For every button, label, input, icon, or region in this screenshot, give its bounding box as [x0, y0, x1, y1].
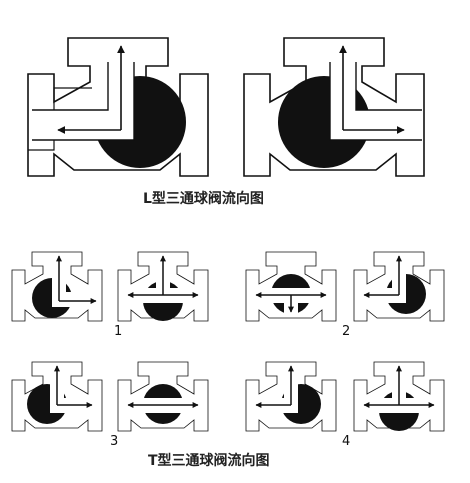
t-valve-4a — [245, 361, 337, 432]
t-valve-2b — [353, 251, 445, 322]
t-valve-2a — [245, 251, 337, 322]
group-number-2: 2 — [342, 324, 351, 339]
t-valve-4b — [353, 361, 445, 432]
l-valve-left — [27, 37, 209, 177]
t-type-caption: T型三通球阀流向图 — [148, 453, 270, 469]
l-valve-right — [243, 37, 425, 177]
t-valve-1a — [11, 251, 103, 322]
group-number-4: 4 — [342, 434, 351, 449]
t-valve-3a — [11, 361, 103, 432]
group-number-3: 3 — [110, 434, 119, 449]
t-valve-1b — [117, 251, 209, 322]
group-number-1: 1 — [114, 324, 123, 339]
t-valve-3b — [117, 361, 209, 432]
l-type-caption: L型三通球阀流向图 — [143, 191, 264, 207]
